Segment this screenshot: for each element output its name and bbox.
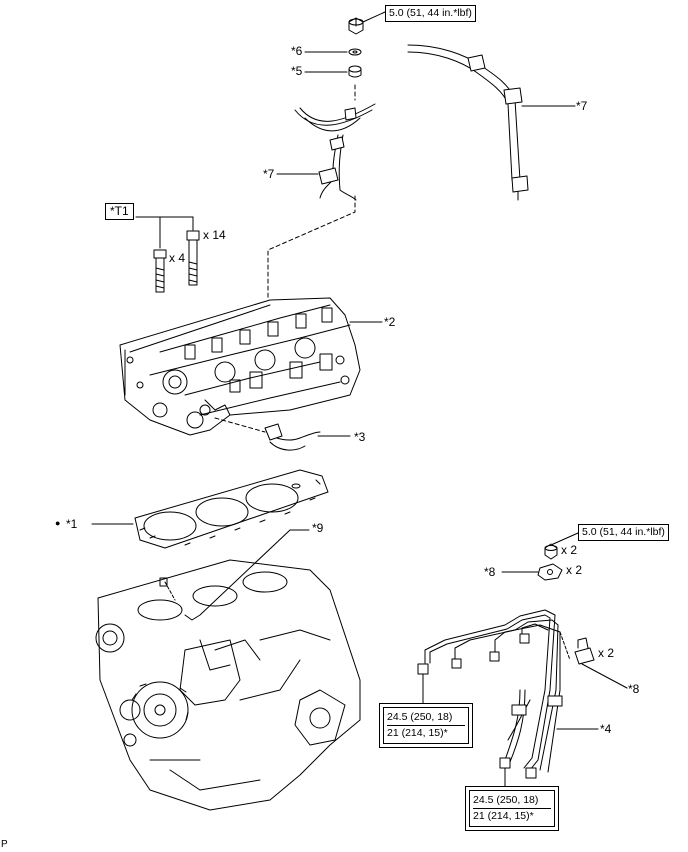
new-part-bullet: ● — [55, 518, 61, 528]
alignment-dash-hose — [215, 418, 265, 432]
head-bolt-long-icon — [187, 231, 199, 285]
torque-spec-nut-bracket: 5.0 (51, 44 in.*lbf) — [578, 524, 669, 541]
part-label-6: *6 — [291, 44, 303, 58]
qty-label-nut-x2: x 2 — [561, 543, 578, 557]
torque-spec-pipe-b-line2: 21 (214, 15)* — [473, 810, 534, 822]
torque-spec-pipe-b-line1: 24.5 (250, 18) — [473, 793, 551, 809]
wire-harness-right-icon — [408, 45, 528, 200]
torque-leader-top — [363, 12, 385, 22]
bracket-nut-icon — [545, 544, 557, 559]
pipe-bracket-icon — [538, 564, 562, 580]
part-label-8-top: *8 — [484, 565, 496, 579]
injection-pipes-icon — [418, 610, 570, 778]
head-gasket-icon — [135, 470, 328, 548]
head-bolt-short-icon — [154, 250, 166, 292]
part-label-5: *5 — [291, 64, 303, 78]
part-label-7-left: *7 — [263, 167, 275, 181]
engine-block-icon — [96, 560, 360, 810]
qty-label-clamp-x2: x 2 — [598, 646, 615, 660]
torque-spec-nut-top: 5.0 (51, 44 in.*lbf) — [385, 5, 476, 22]
qty-label-bracket-x2: x 2 — [566, 563, 583, 577]
t1-callout-lines — [136, 217, 193, 248]
part-label-t1: *T1 — [105, 203, 134, 220]
cylinder-head-icon — [120, 298, 360, 435]
part-label-8-bottom: *8 — [628, 682, 640, 696]
part-label-9: *9 — [312, 521, 324, 535]
wire-harness-icon — [295, 104, 375, 200]
pipe-clamp-icon — [575, 638, 594, 664]
torque-spec-pipe-b: 24.5 (250, 18) 21 (214, 15)* — [465, 786, 559, 831]
top-nut-icon — [349, 18, 363, 34]
leader-9 — [185, 530, 309, 620]
torque-leader-bracket — [551, 533, 578, 545]
part-label-3: *3 — [354, 430, 366, 444]
torque-spec-pipe-a-line1: 24.5 (250, 18) — [387, 710, 465, 726]
spacer-icon — [349, 66, 361, 77]
illustration-code: P — [1, 839, 8, 850]
part-label-7-right: *7 — [576, 99, 588, 113]
washer-icon — [349, 49, 361, 55]
alignment-dash-engine — [165, 582, 175, 600]
qty-label-x14: x 14 — [203, 228, 226, 242]
alignment-dash-top — [268, 85, 355, 300]
part-label-4: *4 — [600, 722, 612, 736]
part-label-1: *1 — [66, 517, 78, 531]
torque-spec-pipe-a-line2: 21 (214, 15)* — [387, 727, 448, 739]
torque-spec-pipe-a: 24.5 (250, 18) 21 (214, 15)* — [379, 703, 473, 748]
leader-8-bottom — [582, 664, 627, 688]
qty-label-x4: x 4 — [169, 251, 186, 265]
hose-icon — [265, 424, 320, 450]
part-label-2: *2 — [384, 315, 396, 329]
